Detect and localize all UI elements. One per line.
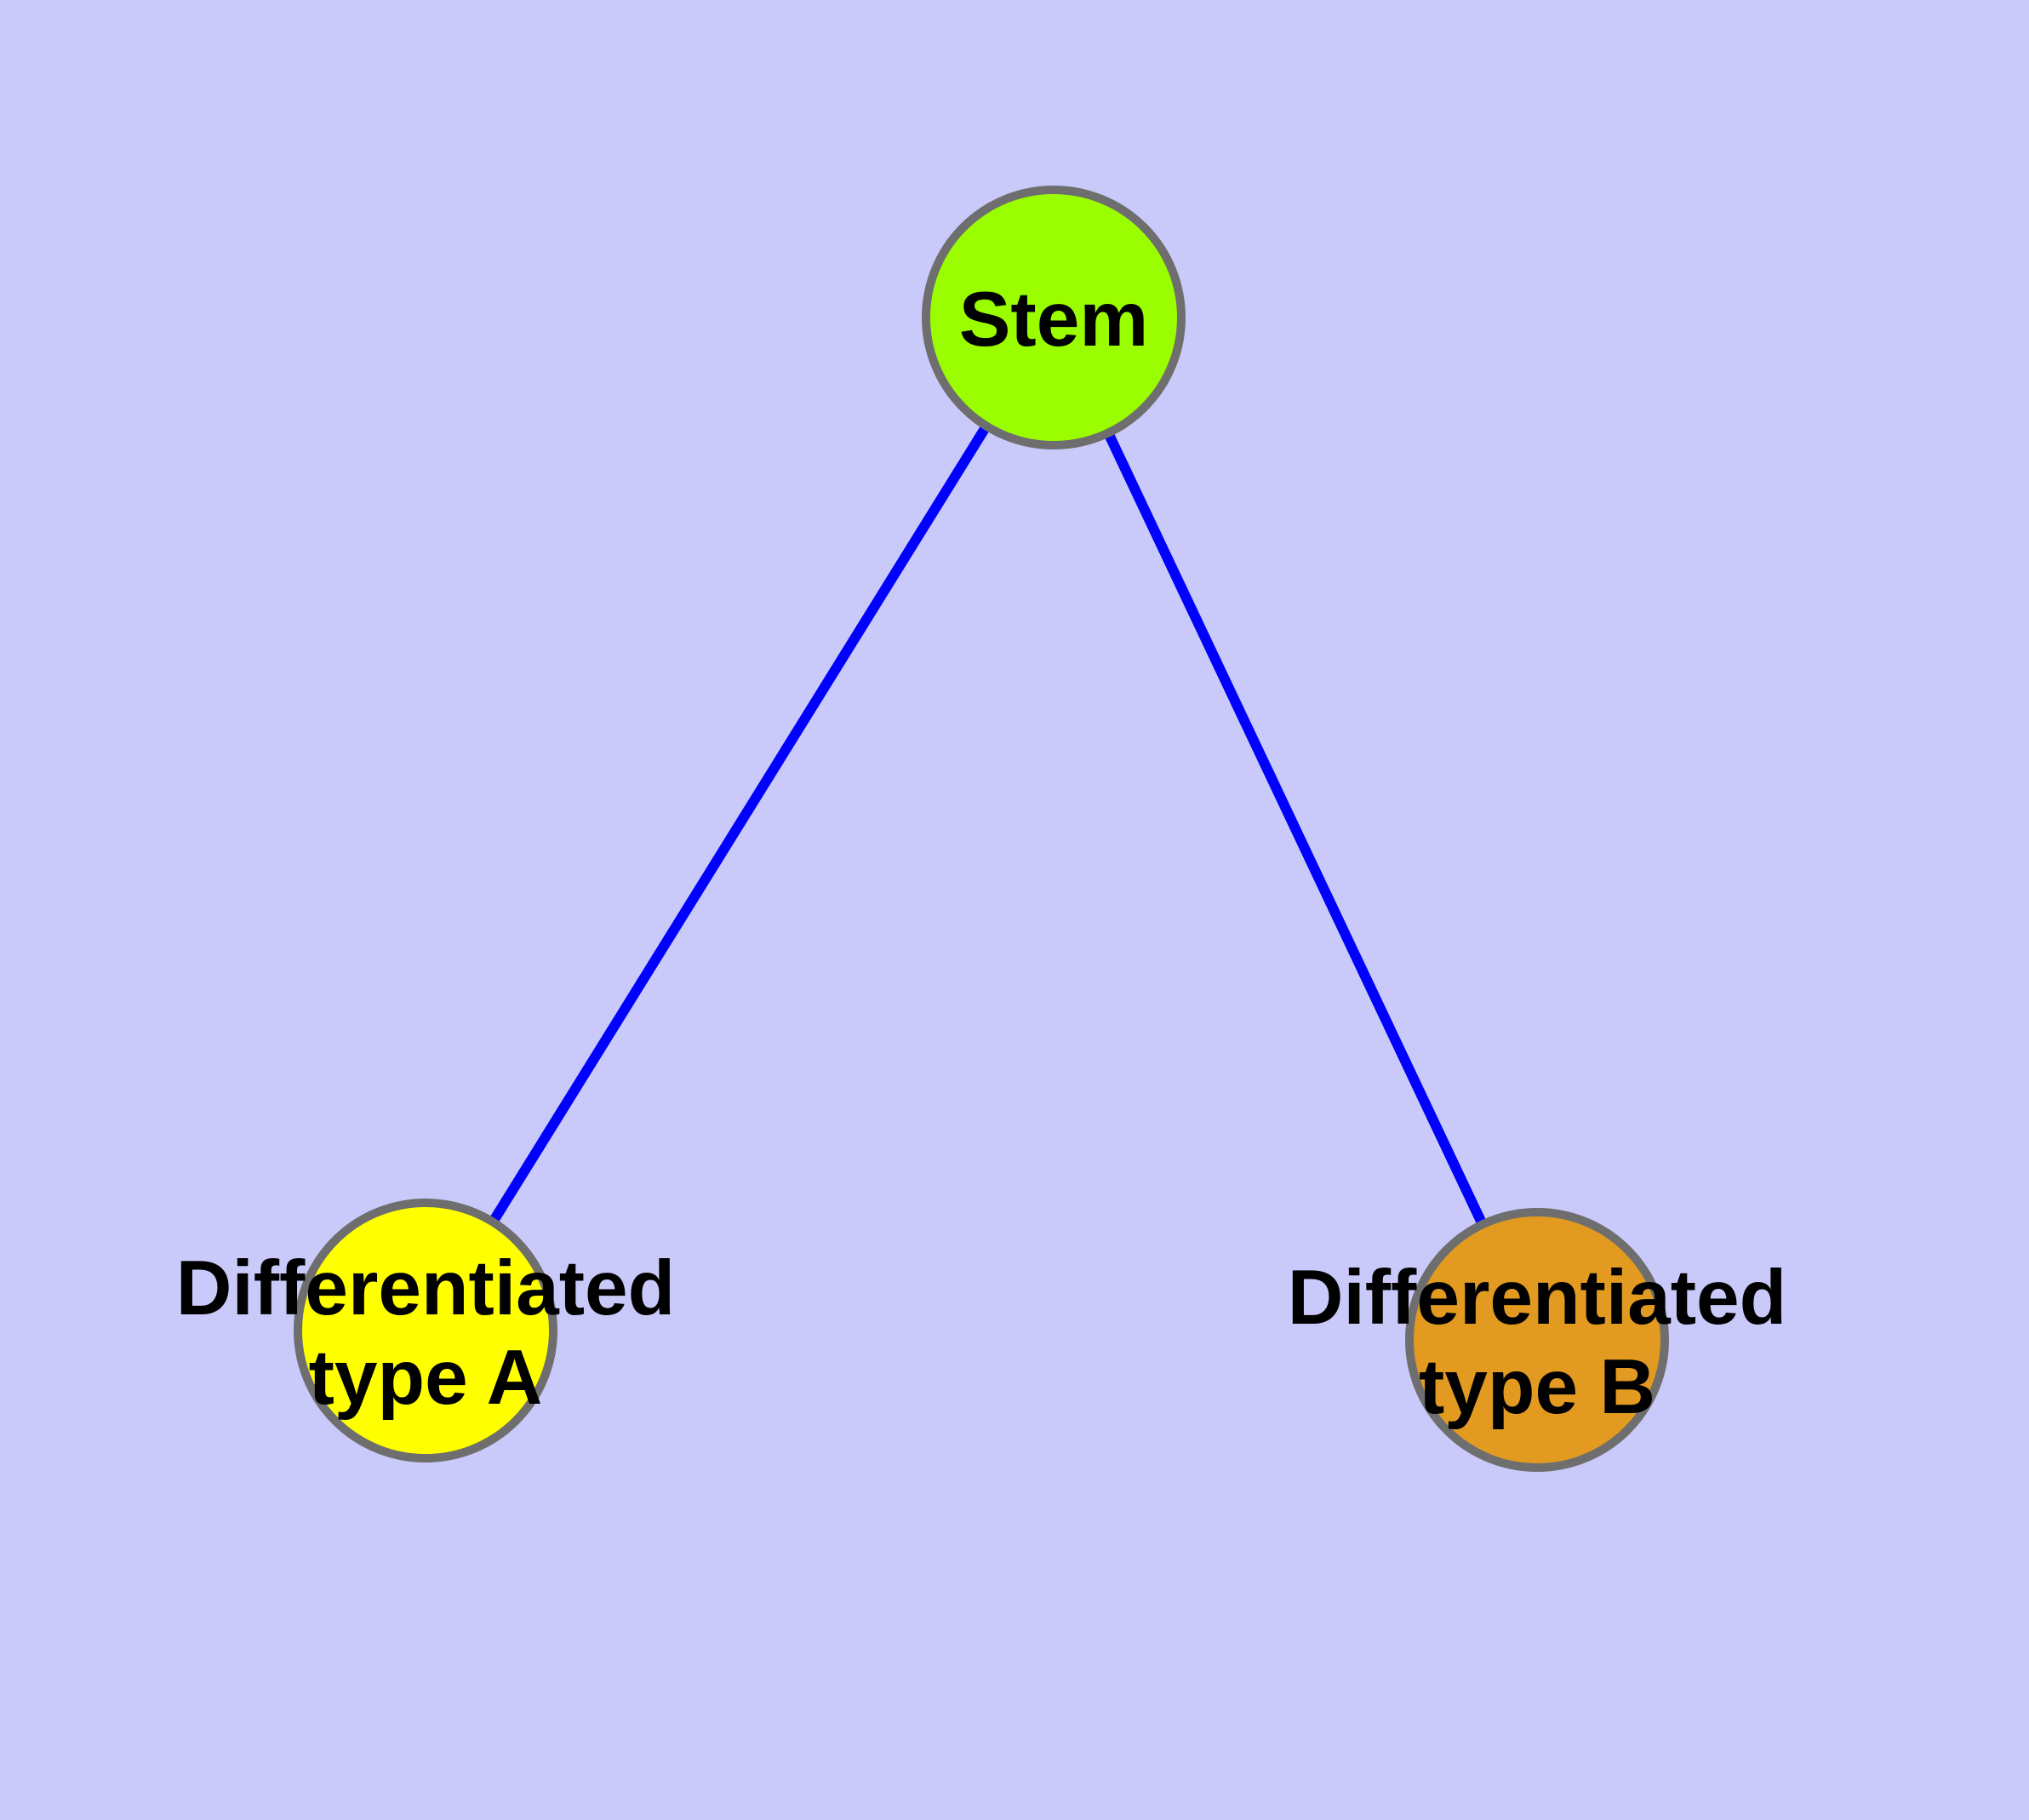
node-type-a-label-line1: Differentiated xyxy=(176,1245,676,1331)
node-type-a xyxy=(294,1199,557,1462)
node-type-b-label-line1: Differentiated xyxy=(1288,1255,1787,1341)
edge-stem-to-type-b xyxy=(1049,315,1542,1342)
node-type-a-label-line2: type A xyxy=(309,1335,543,1421)
node-stem xyxy=(922,186,1186,449)
edge-stem-to-type-a xyxy=(420,314,1059,1334)
node-type-b xyxy=(1405,1208,1669,1472)
node-stem-label: Stem xyxy=(959,277,1149,363)
node-type-b-label-line2: type B xyxy=(1419,1344,1655,1430)
